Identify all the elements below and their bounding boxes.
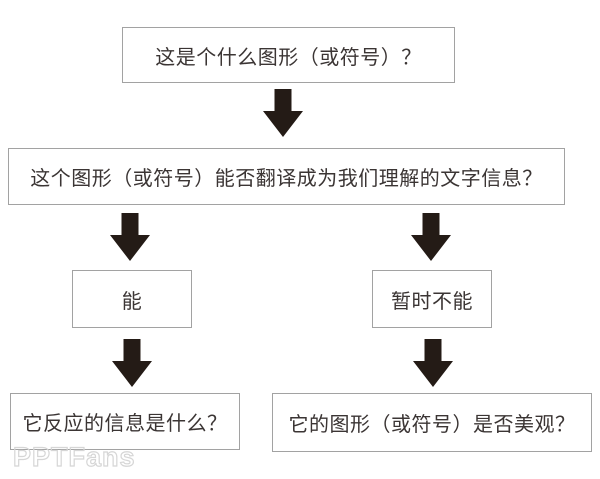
down-arrow-icon	[411, 213, 451, 261]
down-arrow-icon	[413, 339, 453, 387]
flowchart-box-can-translate: 这个图形（或符号）能否翻译成为我们理解的文字信息？	[8, 148, 565, 205]
flowchart-box-what-shape: 这是个什么图形（或符号）？	[122, 27, 455, 83]
flowchart-box-not-yet: 暂时不能	[372, 270, 492, 328]
down-arrow-icon	[110, 213, 150, 261]
down-arrow-icon	[263, 89, 303, 137]
flowchart-box-is-beautiful: 它的图形（或符号）是否美观？	[272, 393, 592, 452]
flowchart-box-yes: 能	[72, 270, 192, 328]
pptfans-watermark: PPTFans	[12, 441, 136, 472]
down-arrow-icon	[112, 339, 152, 387]
flowchart-box-what-info: 它反应的信息是什么？	[10, 393, 240, 450]
